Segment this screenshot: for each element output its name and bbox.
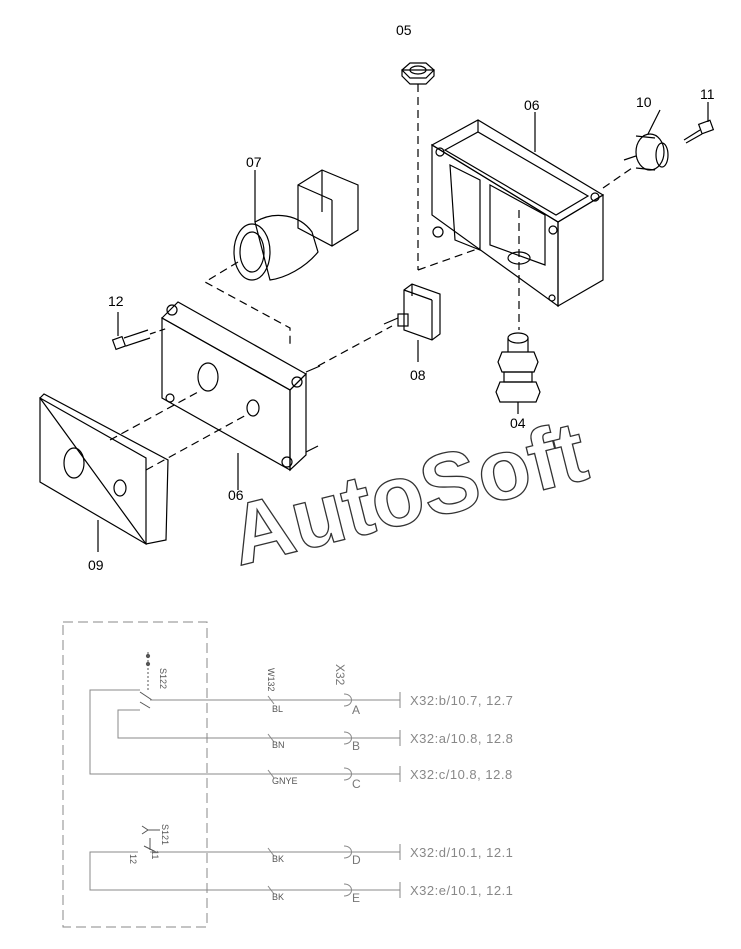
label-s121: S121 [160,824,170,845]
label-12: 12 [108,293,124,309]
part-07-button [233,169,359,281]
leader-09a [109,391,199,441]
pin-b: B [352,739,360,753]
ref-d: X32:d/10.1, 12.1 [410,845,513,860]
wire-row-c [89,689,400,775]
leader-09b [145,413,249,471]
pin-c: C [352,777,361,791]
pin-e: E [352,891,360,905]
label-06-lid: 06 [228,487,244,503]
label-08: 08 [410,367,426,383]
switch-s122-symbol [139,652,153,709]
wire-color-b: BN [272,740,285,750]
wire-color-d: BK [272,854,284,864]
terminal-row-a [267,692,401,708]
wire-row-b [117,709,400,739]
part-06-box [430,119,605,308]
pin-d: D [352,853,361,867]
terminal-row-b [267,730,401,746]
part-number-labels: 05 06 10 11 07 12 08 04 06 09 [88,22,715,573]
part-04-gland [495,332,541,414]
label-s121-pin-b: 12 [128,854,138,864]
label-09: 09 [88,557,104,573]
ref-e: X32:e/10.1, 12.1 [410,883,513,898]
wire-color-a: BL [272,704,283,714]
terminal-row-c [267,766,401,782]
label-x32: X32 [333,664,347,686]
part-09-plate [39,393,169,552]
label-11: 11 [700,86,715,102]
terminal-row-e [267,882,401,898]
part-12-screw [111,312,169,351]
wires [89,689,400,891]
part-11-screw [683,102,715,144]
label-06-box: 06 [524,97,540,113]
label-07: 07 [246,154,262,170]
part-10-plug [623,109,669,171]
wiring-schematic: S122 S121 11 12 W132 X32 [62,621,513,928]
leader-06-dash2 [602,167,633,189]
label-05: 05 [396,22,412,38]
wire-color-c: GNYE [272,776,298,786]
part-05-nut [401,62,435,85]
label-04: 04 [510,415,526,431]
leader-07 [203,261,291,345]
wire-color-e: BK [272,892,284,902]
pin-a: A [352,703,360,717]
watermark-text: AutoSoft [220,403,595,584]
label-s122: S122 [158,668,168,689]
leader-lid-08 [317,325,393,367]
leader-05b [417,247,481,271]
label-w132: W132 [266,668,276,692]
label-s121-pin-a: 11 [150,850,160,859]
switch-s121-symbol [141,825,160,853]
ref-b: X32:a/10.8, 12.8 [410,731,513,746]
ref-c: X32:c/10.8, 12.8 [410,767,513,782]
wire-row-e [89,851,400,891]
exploded-view [39,62,715,552]
label-10: 10 [636,94,652,110]
part-08-contact-block [383,283,441,362]
part-06-lid [161,301,321,490]
terminal-row-d [267,844,401,860]
ref-a: X32:b/10.7, 12.7 [410,693,513,708]
